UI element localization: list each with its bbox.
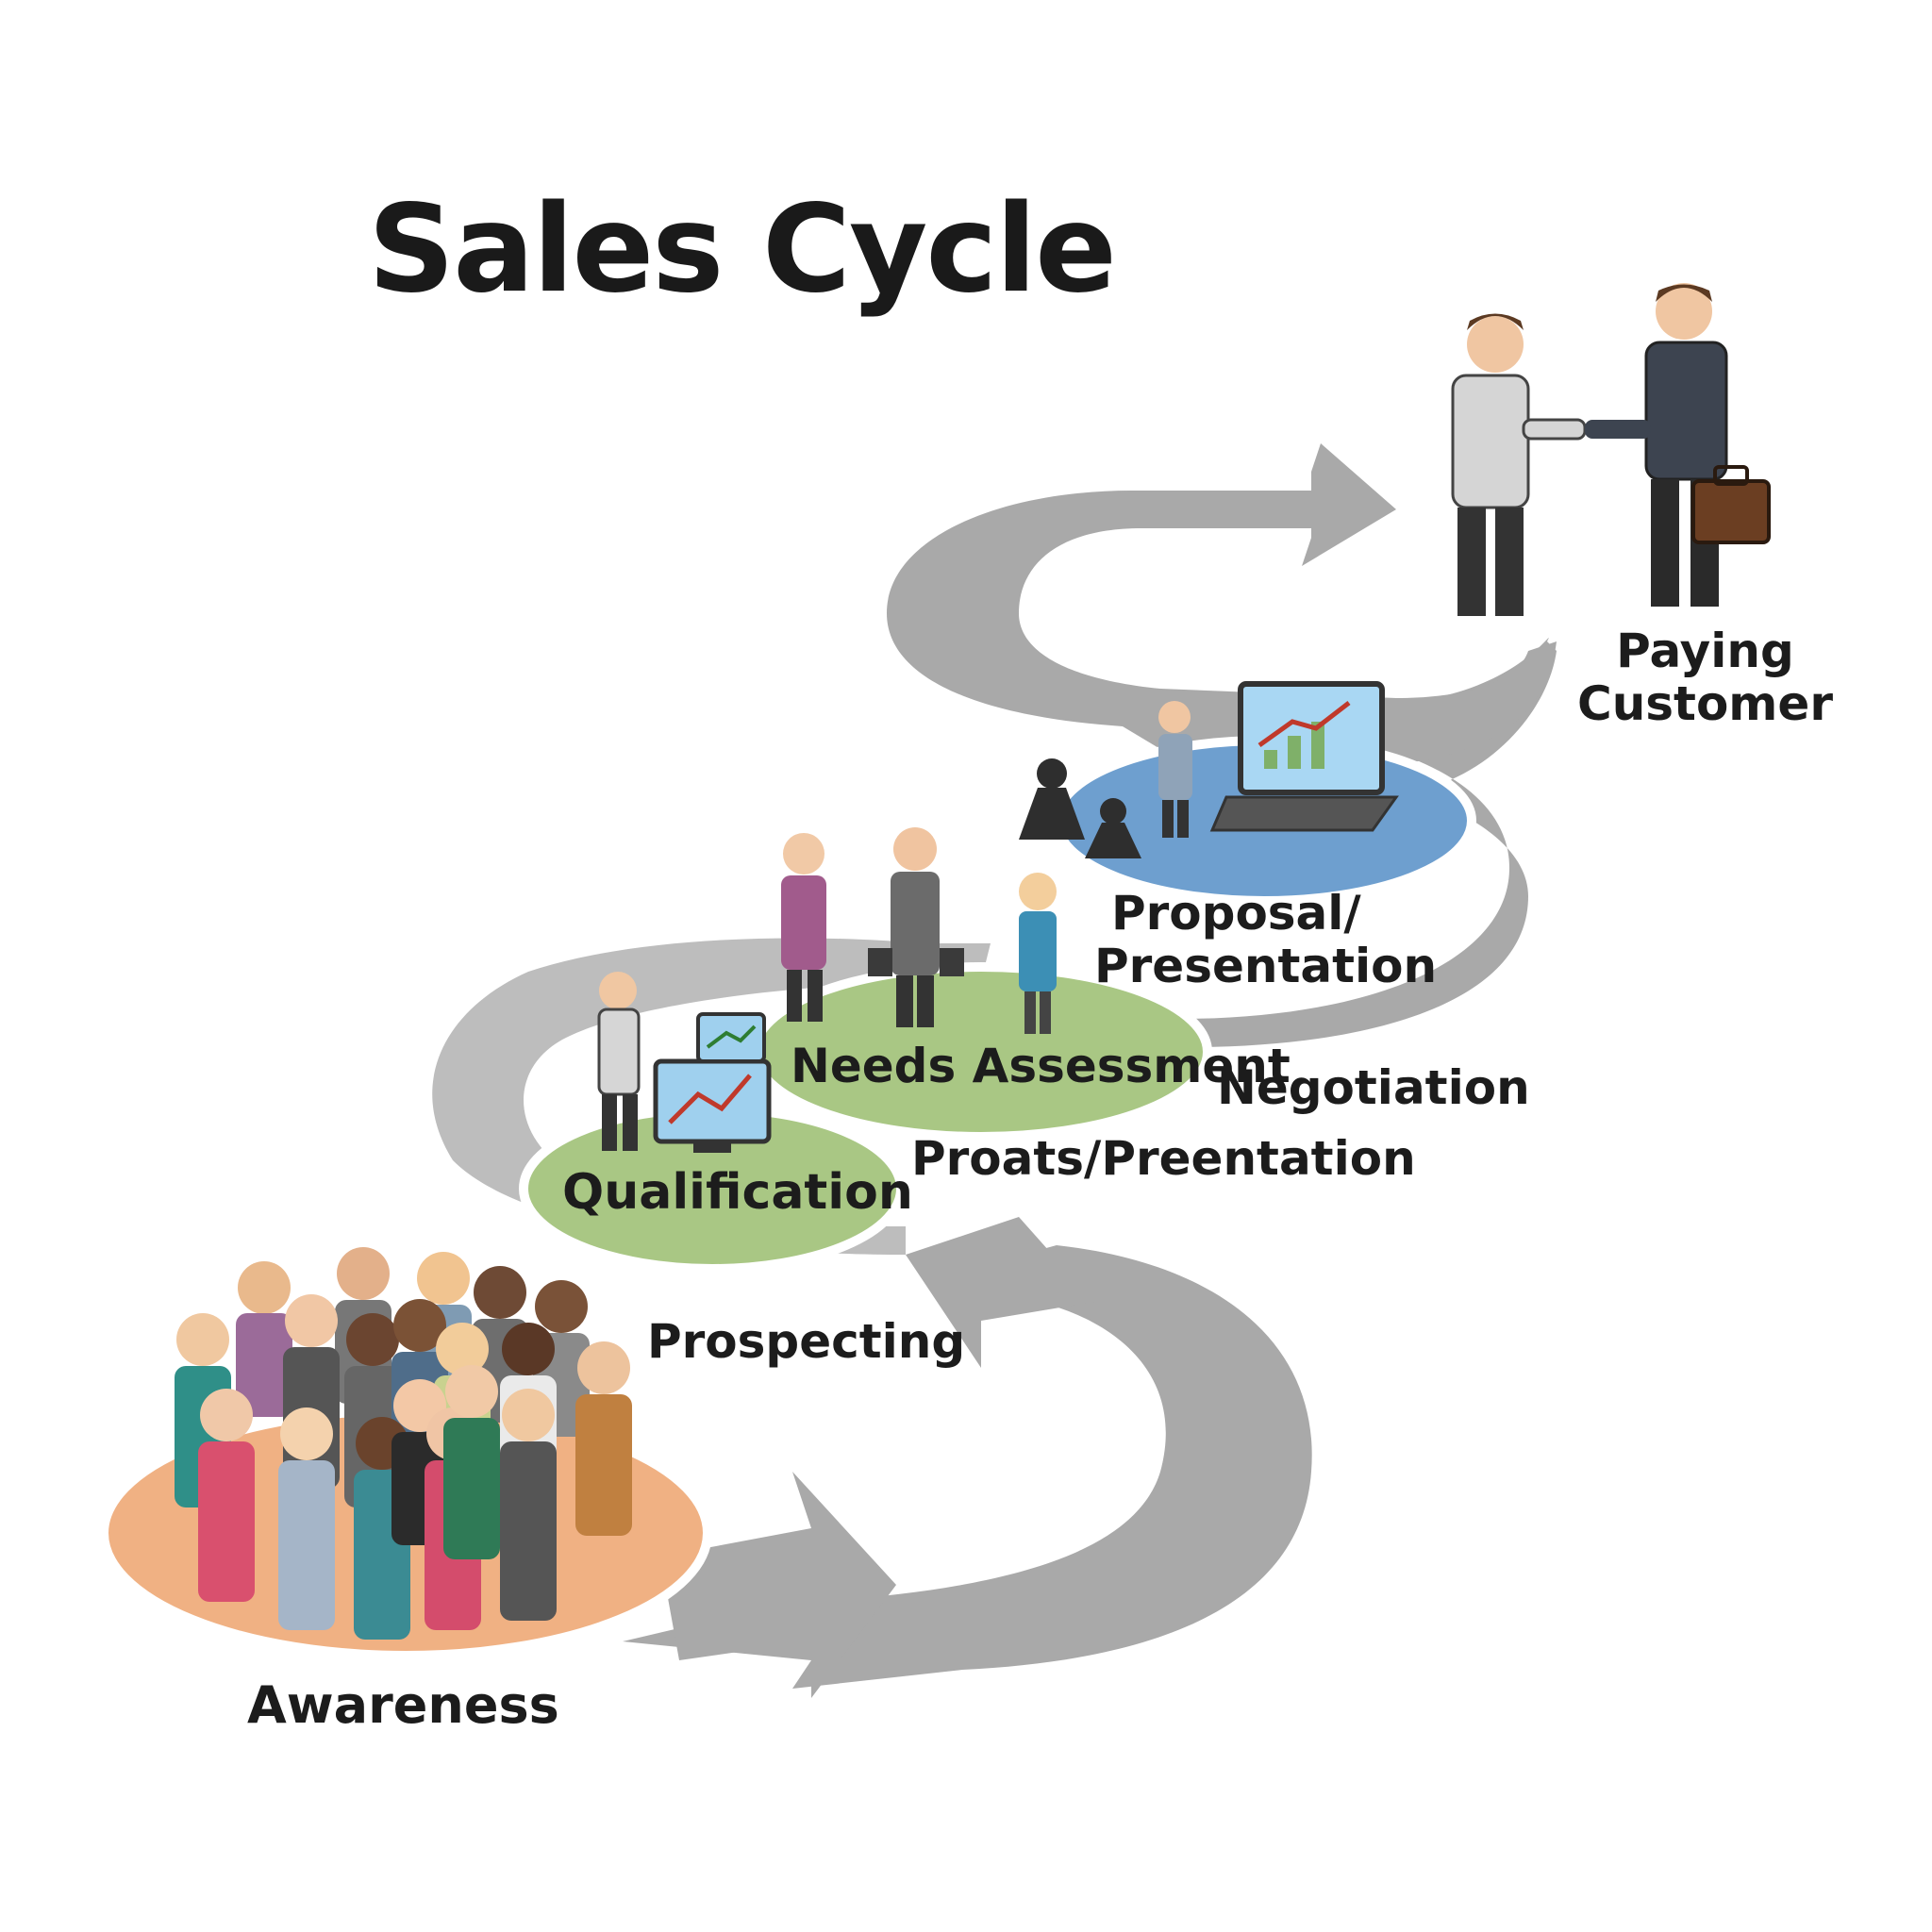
arrow-band-top xyxy=(887,491,1557,764)
arrowhead-bottom-right xyxy=(660,1472,896,1698)
arrowhead-top-right xyxy=(1302,443,1396,566)
stage-label-paying-line2: Customer xyxy=(1577,676,1833,731)
proposal-presenter-icon xyxy=(1158,701,1192,838)
stage-label-paying-customer: Paying Customer xyxy=(1577,625,1833,730)
stage-label-paying-line1: Paying xyxy=(1616,624,1794,678)
diagram-title: Sales Cycle xyxy=(368,179,1117,320)
crowd-icon xyxy=(175,1247,632,1640)
stage-label-proposal: Proposal/ Presentation xyxy=(1094,887,1437,992)
stage-label-proats-preentation: Proats/Preentation xyxy=(911,1131,1416,1186)
monitor-chart-icon xyxy=(653,1012,772,1153)
stage-label-awareness: Awareness xyxy=(247,1675,559,1735)
laptop-chart-icon xyxy=(1209,681,1399,832)
arrow-band-bottom xyxy=(623,1245,1312,1689)
stage-label-proposal-line2: Presentation xyxy=(1094,939,1438,993)
chess-pawn-icon xyxy=(1019,758,1141,858)
arrowhead-up-left xyxy=(906,1217,1094,1368)
presenter-icon xyxy=(597,972,641,1151)
stage-label-negotiation: Negotiation xyxy=(1217,1060,1530,1115)
businesspeople-icon xyxy=(781,827,1057,1034)
stage-label-prospecting: Prospecting xyxy=(647,1314,966,1369)
stage-label-proposal-line1: Proposal/ xyxy=(1111,886,1361,941)
briefcase-icon xyxy=(1691,465,1771,544)
stage-label-qualification: Qualification xyxy=(562,1164,913,1221)
stage-label-needs-assessment: Needs Assessment xyxy=(791,1039,1291,1093)
handshake-icon xyxy=(1451,283,1728,616)
